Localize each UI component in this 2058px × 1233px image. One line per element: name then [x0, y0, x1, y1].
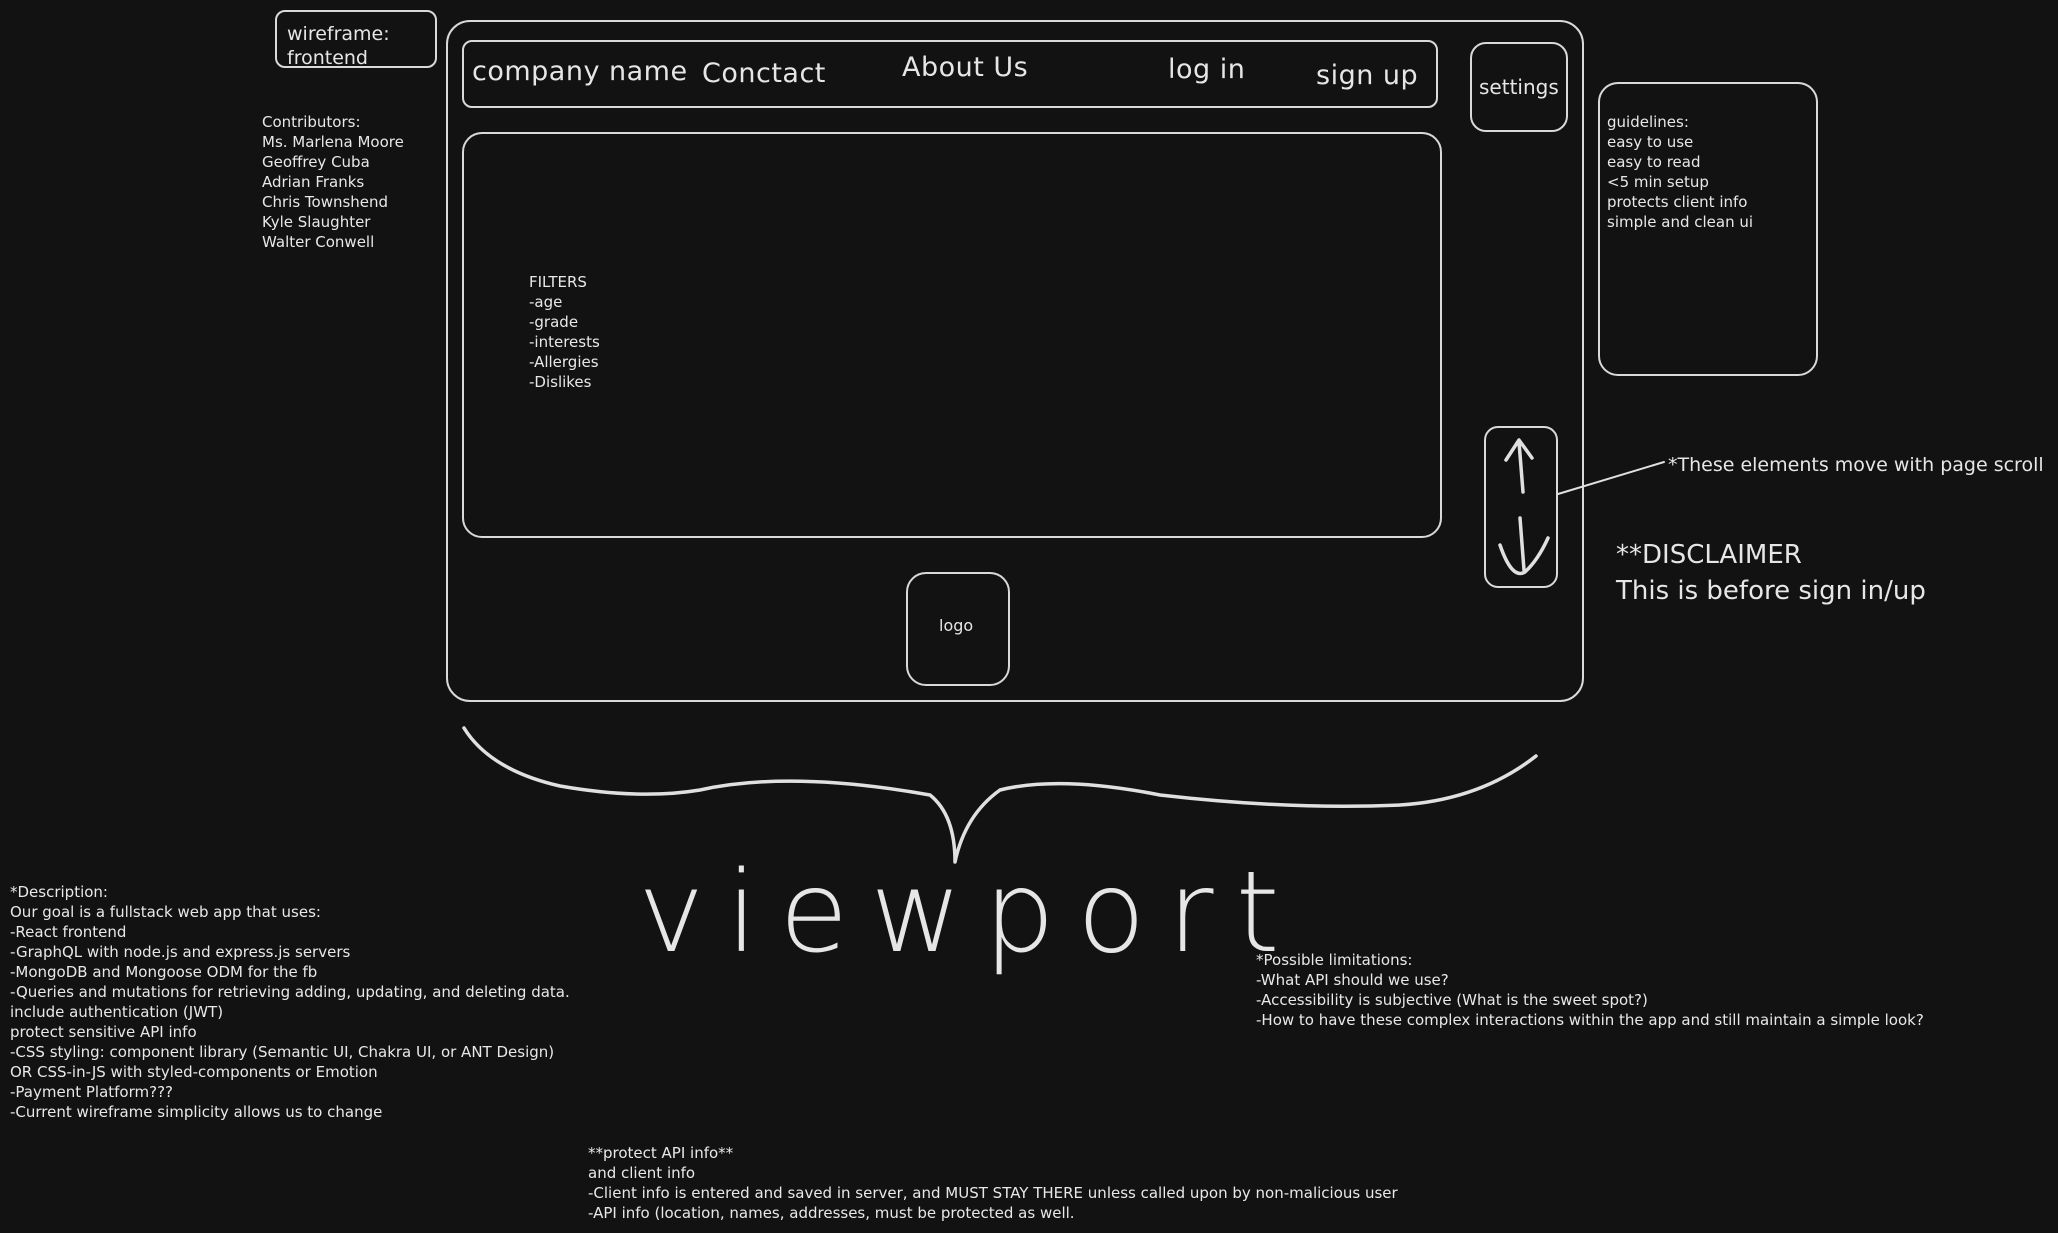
contributors-list: Contributors: Ms. Marlena Moore Geoffrey…	[262, 112, 404, 252]
contributor-name: Walter Conwell	[262, 233, 375, 251]
description-line: -GraphQL with node.js and express.js ser…	[10, 943, 351, 961]
logo-box	[906, 572, 1010, 686]
guidelines-heading: guidelines:	[1607, 113, 1689, 131]
content-panel	[462, 132, 1442, 538]
disclaimer-title: **DISCLAIMER	[1616, 540, 1802, 570]
protect-note-block: **protect API info** and client info -Cl…	[588, 1143, 1398, 1223]
description-line: include authentication (JWT)	[10, 1003, 224, 1021]
scroll-note: *These elements move with page scroll	[1668, 454, 2044, 476]
contributor-name: Adrian Franks	[262, 173, 365, 191]
nav-contact-link[interactable]: Conctact	[702, 58, 826, 89]
guideline-item: easy to use	[1607, 133, 1694, 151]
description-line: OR CSS-in-JS with styled-components or E…	[10, 1063, 378, 1081]
contributor-name: Chris Townshend	[262, 193, 389, 211]
contributor-name: Geoffrey Cuba	[262, 153, 370, 171]
guideline-item: simple and clean ui	[1607, 213, 1754, 231]
contributor-name: Ms. Marlena Moore	[262, 133, 404, 151]
protect-note-line: -Client info is entered and saved in ser…	[588, 1184, 1398, 1202]
filter-item[interactable]: -age	[529, 293, 563, 311]
description-line: -MongoDB and Mongoose ODM for the fb	[10, 963, 318, 981]
guideline-item: <5 min setup	[1607, 173, 1709, 191]
nav-company-name[interactable]: company name	[472, 56, 688, 87]
guideline-item: easy to read	[1607, 153, 1701, 171]
filter-item[interactable]: -Allergies	[529, 353, 599, 371]
settings-label: settings	[1479, 75, 1559, 99]
logo-label: logo	[939, 616, 974, 635]
browser-frame	[446, 20, 1584, 702]
nav-about-link[interactable]: About Us	[902, 52, 1029, 83]
filter-item[interactable]: -grade	[529, 313, 579, 331]
limitations-line: -How to have these complex interactions …	[1256, 1011, 1924, 1029]
guidelines-list: guidelines: easy to use easy to read <5 …	[1607, 112, 1753, 232]
filters-heading: FILTERS	[529, 273, 587, 291]
filter-item[interactable]: -interests	[529, 333, 600, 351]
description-block: *Description: Our goal is a fullstack we…	[10, 882, 570, 1122]
nav-signup-link[interactable]: sign up	[1316, 60, 1419, 91]
protect-note-line: -API info (location, names, addresses, m…	[588, 1204, 1075, 1222]
protect-note-line: and client info	[588, 1164, 696, 1182]
wireframe-label-box	[275, 10, 437, 68]
limitations-block: *Possible limitations: -What API should …	[1256, 950, 1924, 1030]
viewport-brace	[462, 726, 1538, 864]
filter-item[interactable]: -Dislikes	[529, 373, 592, 391]
settings-button[interactable]	[1470, 42, 1568, 132]
contributor-name: Kyle Slaughter	[262, 213, 371, 231]
description-line: *Description:	[10, 883, 108, 901]
filters-list: FILTERS -age -grade -interests -Allergie…	[529, 272, 600, 392]
description-line: protect sensitive API info	[10, 1023, 197, 1041]
contributors-heading: Contributors:	[262, 113, 361, 131]
disclaimer-text: This is before sign in/up	[1616, 576, 1926, 606]
description-line: -Current wireframe simplicity allows us …	[10, 1103, 383, 1121]
limitations-line: -What API should we use?	[1256, 971, 1449, 989]
limitations-line: *Possible limitations:	[1256, 951, 1413, 969]
scroll-control[interactable]	[1484, 426, 1558, 588]
guideline-item: protects client info	[1607, 193, 1748, 211]
nav-login-link[interactable]: log in	[1168, 54, 1246, 85]
description-line: -React frontend	[10, 923, 127, 941]
description-line: -Payment Platform???	[10, 1083, 173, 1101]
description-line: -Queries and mutations for retrieving ad…	[10, 983, 570, 1001]
description-line: Our goal is a fullstack web app that use…	[10, 903, 321, 921]
viewport-label: viewport	[638, 848, 1302, 978]
nav-bar	[462, 40, 1438, 108]
limitations-line: -Accessibility is subjective (What is th…	[1256, 991, 1648, 1009]
protect-note-line: **protect API info**	[588, 1144, 734, 1162]
description-line: -CSS styling: component library (Semanti…	[10, 1043, 555, 1061]
guidelines-box	[1598, 82, 1818, 376]
wireframe-label: wireframe: frontend	[287, 23, 390, 69]
